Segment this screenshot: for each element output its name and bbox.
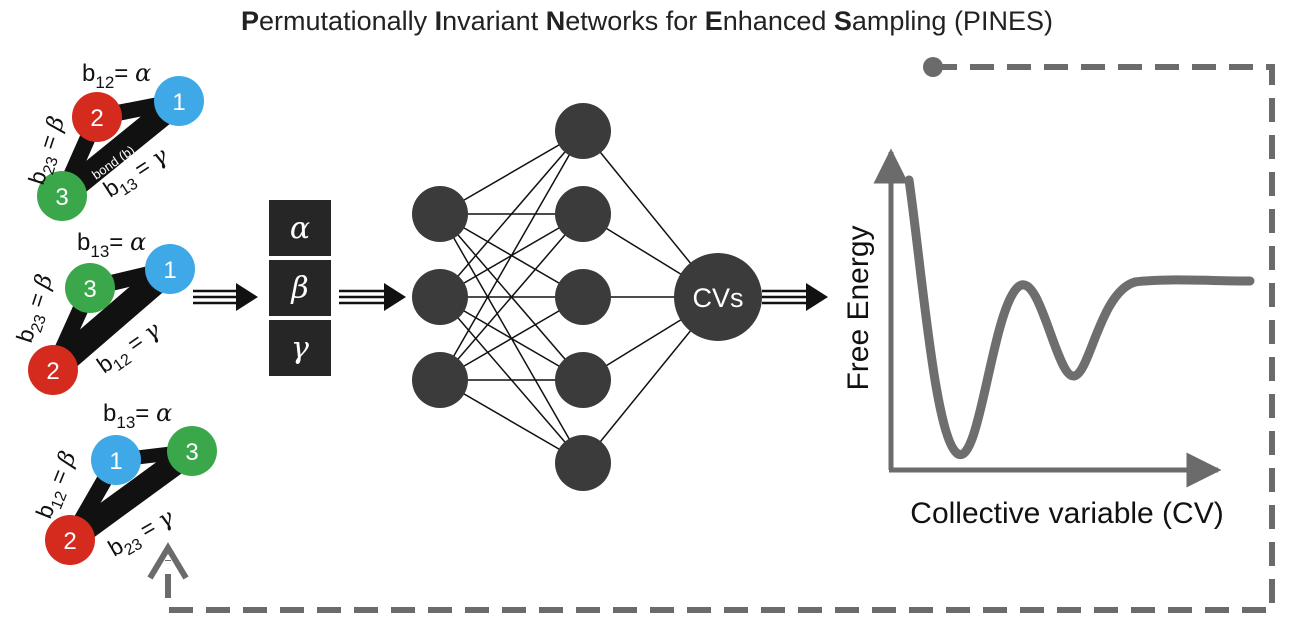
atom-green: [167, 426, 217, 476]
molecule-permutation-2: 3 1 2 b13= α b23 = β b12 = γ: [11, 228, 195, 395]
atom-blue: [154, 76, 204, 126]
network-node: [412, 269, 468, 325]
x-axis-label: Collective variable (CV): [910, 497, 1223, 530]
atom-blue-label: 1: [172, 89, 185, 116]
vector-symbol: β: [290, 271, 308, 306]
atom-red-label: 2: [90, 105, 103, 132]
atom-red: [72, 92, 122, 142]
atom-green: [37, 171, 87, 221]
title-segment: nhanced: [723, 6, 834, 36]
bond-label-top: b13= α: [103, 399, 172, 432]
atom-blue: [145, 244, 195, 294]
triple-arrow-to-vector: [193, 283, 258, 311]
atom-green-label: 3: [55, 184, 68, 211]
atom-green: [65, 263, 115, 313]
atom-green-label: 3: [185, 439, 198, 466]
atom-red: [45, 515, 95, 565]
network-node: [412, 352, 468, 408]
vector-cell: [269, 260, 331, 316]
network-edge: [439, 213, 584, 381]
title-segment: P: [241, 6, 259, 36]
network-edge: [439, 130, 584, 381]
atom-red-label: 2: [46, 358, 59, 385]
vector-cell: [269, 200, 331, 256]
figure-title: Permutationally Invariant Networks for E…: [241, 6, 1053, 36]
title-segment: N: [546, 6, 566, 36]
bond-label-top: b12= α: [82, 59, 151, 92]
network-node: [555, 269, 611, 325]
vector-symbol: α: [290, 211, 310, 246]
atom-blue: [91, 435, 141, 485]
bond-label-top: b13= α: [77, 228, 146, 261]
network-node: [555, 186, 611, 242]
atom-red-label: 2: [63, 528, 76, 555]
network-node: [555, 435, 611, 491]
free-energy-curve: [904, 175, 1255, 459]
title-segment: nvariant: [442, 6, 546, 36]
vector-cell: [269, 320, 331, 376]
atom-red: [28, 345, 78, 395]
atom-blue-label: 1: [163, 257, 176, 284]
title-segment: I: [435, 6, 443, 36]
bond-label-left: b23 = β: [11, 271, 62, 347]
title-segment: E: [705, 6, 723, 36]
triple-arrow-to-network: [339, 283, 406, 311]
cvs-output-node: [674, 253, 762, 341]
title-segment: ermutationally: [259, 6, 435, 36]
triple-arrow-to-plot: [762, 283, 828, 311]
molecule-permutation-3: 1 3 2 b13= α b12 = β b23 = γ: [31, 399, 217, 565]
vector-symbol: γ: [291, 331, 309, 366]
y-axis-label: Free Energy: [842, 225, 875, 390]
title-segment: S: [834, 6, 852, 36]
free-energy-plot: Free Energy Collective variable (CV): [842, 148, 1255, 530]
title-segment: etworks for: [565, 6, 705, 36]
title-segment: ampling (PINES): [852, 6, 1053, 36]
atom-blue-label: 1: [109, 448, 122, 475]
atom-green-label: 3: [83, 276, 96, 303]
neural-network: [412, 103, 762, 491]
network-node: [555, 103, 611, 159]
cvs-output-label: CVs: [692, 283, 743, 313]
molecule-permutation-1: bond (b) 2 1 3 b12= α b23 = β b13 = γ: [23, 59, 204, 221]
bond-label-left: b12 = β: [31, 447, 86, 524]
bond-label-right: b12 = γ: [92, 316, 168, 382]
network-node: [555, 352, 611, 408]
network-edge: [439, 130, 584, 298]
feedback-loop-arrow: [147, 57, 1275, 613]
network-node: [412, 186, 468, 242]
input-vector: αβγ: [269, 200, 331, 376]
